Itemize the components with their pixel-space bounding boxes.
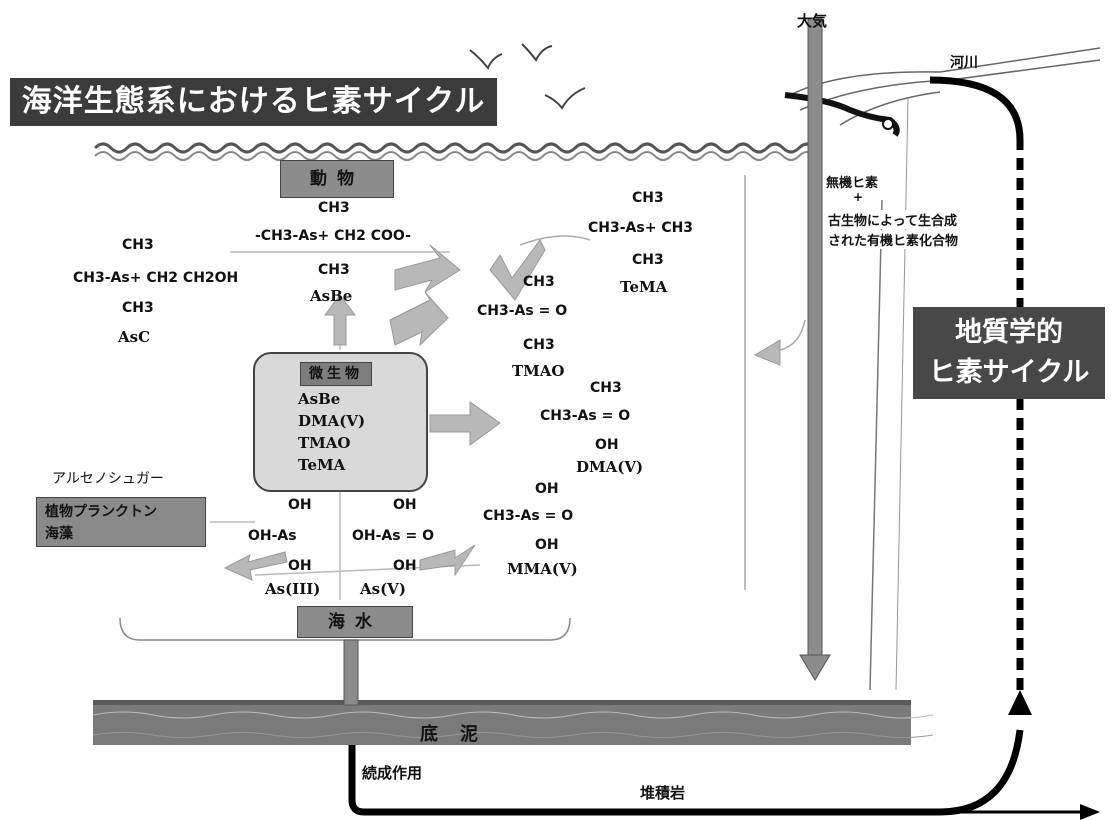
mma-bot: OH — [535, 537, 559, 553]
microbe-item: TMAO — [298, 434, 351, 452]
dma-mid: CH3-As = O — [540, 408, 631, 424]
mma-name: MMA(V) — [507, 560, 578, 578]
asbe-name: AsBe — [310, 287, 353, 305]
sediment-layer — [93, 703, 911, 745]
tmao-mid: CH3-As = O — [477, 303, 568, 319]
geo-cycle-path — [929, 76, 1024, 700]
microbe-item: TeMA — [298, 456, 346, 474]
asc-mid: CH3-As+ CH2 CH2OH — [73, 270, 239, 286]
asc-top: CH3 — [122, 237, 154, 253]
plankton-box: 植物プランクトン 海藻 — [36, 497, 206, 547]
microbe-item: DMA(V) — [298, 412, 366, 430]
asbe-top: CH3 — [318, 200, 350, 216]
tmao-top: CH3 — [523, 274, 555, 290]
diagenesis-label: 続成作用 — [362, 764, 423, 782]
mma-mid: CH3-As = O — [483, 508, 574, 524]
sedimentary-rock-label: 堆積岩 — [640, 784, 686, 802]
inorganic-arsenic-label: 無機ヒ素 — [826, 172, 879, 191]
as3-bot: OH — [288, 558, 312, 574]
transformation-arrows — [223, 239, 781, 581]
atmosphere-arrow — [807, 17, 823, 659]
mma-top: OH — [535, 481, 559, 497]
plankton-line2: 海藻 — [45, 526, 73, 542]
dma-top: CH3 — [590, 380, 622, 396]
dma-bot: OH — [595, 437, 619, 453]
geo-cycle-line2: ヒ素サイクル — [928, 357, 1090, 388]
asbe-mid: -CH3-As+ CH2 COO- — [255, 228, 411, 244]
as3-name: As(III) — [265, 580, 321, 598]
as3-mid: OH-As — [248, 528, 297, 544]
microbe-item: AsBe — [298, 390, 341, 408]
as5-mid: OH-As = O — [352, 528, 434, 544]
asbe-bot: CH3 — [318, 262, 350, 278]
arsenosugar-label: アルセノシュガー — [52, 471, 164, 487]
as5-top: OH — [393, 497, 417, 513]
as5-name: As(V) — [360, 580, 406, 598]
microorganism-title: 微生物 — [300, 362, 372, 386]
tema-top: CH3 — [632, 190, 664, 206]
tmao-name: TMAO — [512, 362, 565, 380]
paleo-label-line1: 古生物によって生合成 — [828, 210, 957, 229]
paleo-label-line2: された有機ヒ素化合物 — [828, 230, 959, 249]
title-banner: 海洋生態系におけるヒ素サイクル — [10, 78, 497, 126]
geo-cycle-line1: 地質学的 — [955, 317, 1063, 348]
microorganism-list: AsBe DMA(V) TMAO TeMA — [298, 388, 365, 476]
seawater-box: 海水 — [297, 606, 413, 638]
animal-box: 動物 — [280, 160, 394, 198]
coastline — [784, 92, 900, 137]
asc-name: AsC — [118, 328, 151, 346]
dma-name: DMA(V) — [576, 458, 644, 476]
geological-cycle-box: 地質学的 ヒ素サイクル — [913, 307, 1105, 399]
as5-bot: OH — [393, 558, 417, 574]
tema-name: TeMA — [620, 278, 668, 296]
birds — [469, 43, 586, 110]
asc-bot: CH3 — [122, 300, 154, 316]
tema-bot: CH3 — [632, 252, 664, 268]
plankton-line1: 植物プランクトン — [45, 504, 157, 520]
as3-top: OH — [288, 497, 312, 513]
river-label: 河川 — [950, 55, 978, 71]
plus-sign: + — [853, 190, 864, 204]
atmosphere-label: 大気 — [797, 12, 828, 30]
tema-mid: CH3-As+ CH3 — [588, 220, 694, 236]
river-banks — [789, 47, 1101, 126]
sea-surface — [93, 142, 817, 154]
sediment-label: 底泥 — [420, 724, 500, 745]
tmao-bot: CH3 — [523, 337, 555, 353]
